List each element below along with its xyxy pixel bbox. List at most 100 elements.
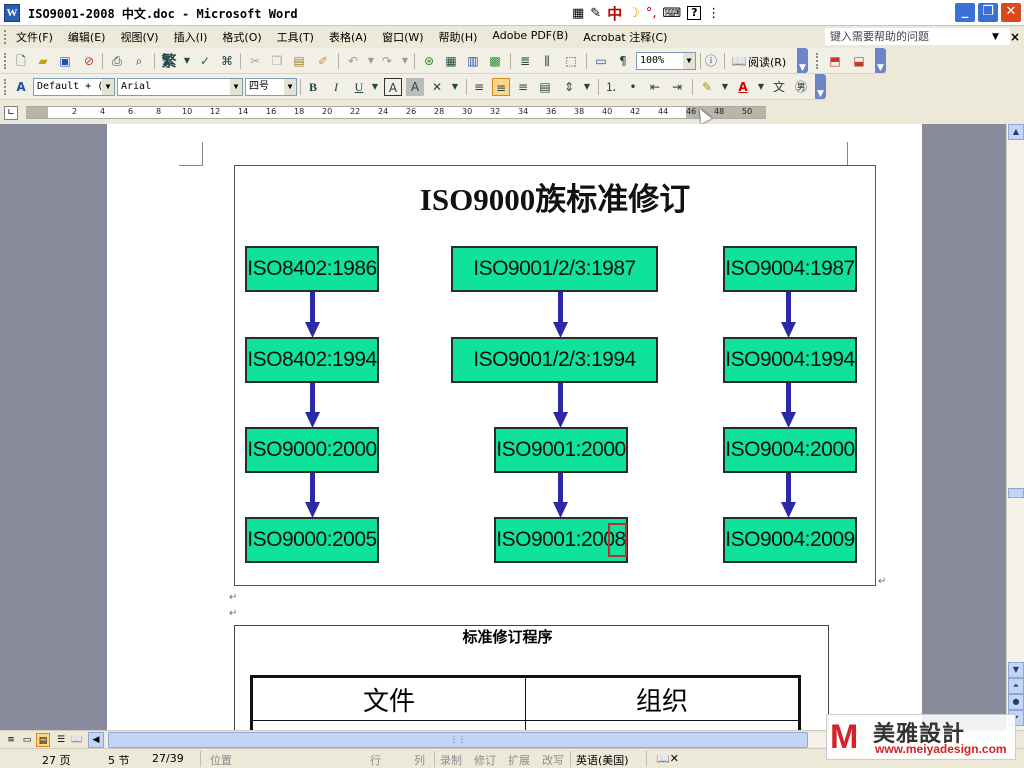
- menu-view[interactable]: 视图(V): [120, 31, 159, 44]
- copy-icon[interactable]: ❐: [271, 54, 283, 68]
- minimize-button[interactable]: _: [954, 2, 976, 23]
- menu-file[interactable]: 文件(F): [16, 31, 53, 44]
- ime-chinese-mode[interactable]: 中: [607, 4, 623, 23]
- cut-icon[interactable]: ✂: [249, 54, 261, 68]
- revision-table[interactable]: 文件 组织: [250, 675, 801, 730]
- char-scale-dropdown-icon[interactable]: ▼: [451, 82, 459, 91]
- outline-view-icon[interactable]: ☰: [56, 735, 66, 745]
- underline-button[interactable]: U: [354, 80, 364, 94]
- scroll-thumb[interactable]: [1008, 488, 1024, 498]
- table-cell[interactable]: [525, 720, 800, 730]
- web-layout-icon[interactable]: ▭: [22, 735, 32, 745]
- ime-options-icon[interactable]: ⋮: [707, 5, 721, 21]
- size-combo[interactable]: 四号 ▼: [245, 78, 297, 96]
- scroll-left-icon[interactable]: ◀: [88, 732, 104, 748]
- redo-icon[interactable]: ↷: [381, 54, 393, 68]
- hyperlink-icon[interactable]: ⊛: [423, 54, 435, 68]
- vertical-scrollbar[interactable]: ▲ ▼ ⏶ ● ⏷: [1006, 124, 1024, 730]
- font-color-icon[interactable]: A: [738, 80, 748, 94]
- research-icon[interactable]: ⌘: [221, 54, 233, 68]
- node-iso9004-2009[interactable]: ISO9004:2009: [723, 517, 857, 563]
- spelling-status-icon[interactable]: 📖✕: [656, 752, 679, 765]
- toolbar-grip[interactable]: [4, 53, 7, 69]
- align-center-icon[interactable]: ≡: [492, 78, 510, 96]
- new-document-icon[interactable]: 🗋: [16, 54, 26, 68]
- ime-keyboard-icon[interactable]: ⌨: [662, 5, 682, 21]
- status-language[interactable]: 英语(美国): [576, 754, 629, 767]
- browse-object-icon[interactable]: ●: [1008, 694, 1024, 710]
- format-painter-icon[interactable]: ✐: [317, 54, 329, 68]
- read-mode-label[interactable]: 阅读(R): [748, 56, 787, 69]
- node-iso9001-2-3-1987[interactable]: ISO9001/2/3:1987: [451, 246, 658, 292]
- highlight-icon[interactable]: ✎: [701, 80, 713, 94]
- node-iso8402-1994[interactable]: ISO8402:1994: [245, 337, 379, 383]
- node-iso8402-1986[interactable]: ISO8402:1986: [245, 246, 379, 292]
- show-hide-icon[interactable]: ▭: [595, 54, 607, 68]
- traditional-chinese-button[interactable]: 繁: [161, 52, 177, 70]
- phonetic-guide-icon[interactable]: 文: [772, 80, 785, 94]
- status-extend[interactable]: 扩展: [508, 754, 530, 767]
- char-shading-icon[interactable]: A: [406, 78, 424, 96]
- help-search-input[interactable]: 键入需要帮助的问题: [825, 28, 1010, 45]
- help-icon[interactable]: ⓘ: [704, 54, 717, 68]
- ruler-strip[interactable]: 2 4 6 8 10 12 14 16 18 20 22 24 26 28 30…: [26, 106, 766, 119]
- bold-button[interactable]: B: [308, 80, 317, 94]
- previous-page-icon[interactable]: ⏶: [1008, 678, 1024, 694]
- status-revision[interactable]: 修订: [474, 754, 496, 767]
- menu-table[interactable]: 表格(A): [328, 31, 368, 44]
- justify-icon[interactable]: ≡: [473, 80, 485, 94]
- bullets-icon[interactable]: •: [629, 80, 637, 94]
- status-line[interactable]: 行: [370, 754, 381, 767]
- font-dropdown-icon[interactable]: ▼: [230, 79, 242, 95]
- align-right-icon[interactable]: ≡: [517, 80, 529, 94]
- status-position[interactable]: 位置: [210, 754, 232, 767]
- numbering-icon[interactable]: ⒈: [604, 80, 617, 94]
- normal-view-icon[interactable]: ≡: [7, 735, 15, 745]
- status-page[interactable]: 27 页: [42, 754, 71, 767]
- menu-acrobat-comments[interactable]: Acrobat 注释(C): [583, 31, 668, 44]
- node-iso9001-2-3-1994[interactable]: ISO9001/2/3:1994: [451, 337, 658, 383]
- document-map-icon[interactable]: ⬚: [565, 54, 577, 68]
- menu-edit[interactable]: 编辑(E): [67, 31, 106, 44]
- pdf-convert-icon[interactable]: ⬒: [829, 54, 841, 68]
- ime-grid-icon[interactable]: ▦: [572, 5, 585, 21]
- node-iso9001-2008[interactable]: ISO9001:2008: [494, 517, 628, 563]
- menu-help[interactable]: 帮助(H): [438, 31, 478, 44]
- zoom-combo[interactable]: 100% ▼: [636, 52, 696, 70]
- print-icon[interactable]: ⎙: [112, 54, 122, 68]
- status-overwrite[interactable]: 改写: [542, 754, 564, 767]
- node-iso9000-2000[interactable]: ISO9000:2000: [245, 427, 379, 473]
- underline-dropdown-icon[interactable]: ▼: [371, 82, 379, 91]
- insert-table-icon[interactable]: ▥: [467, 54, 479, 68]
- columns-icon[interactable]: ≣: [519, 54, 531, 68]
- style-dropdown-icon[interactable]: ▼: [102, 79, 114, 95]
- save-icon[interactable]: ▣: [59, 54, 71, 68]
- char-scale-icon[interactable]: ✕: [431, 80, 443, 94]
- insert-excel-icon[interactable]: ▩: [489, 54, 501, 68]
- highlight-dropdown-icon[interactable]: ▼: [721, 82, 729, 91]
- toolbar-grip[interactable]: [4, 79, 7, 95]
- menu-window[interactable]: 窗口(W): [382, 31, 424, 44]
- menu-format[interactable]: 格式(O): [222, 31, 262, 44]
- scroll-up-icon[interactable]: ▲: [1008, 124, 1024, 140]
- scroll-down-icon[interactable]: ▼: [1008, 662, 1024, 678]
- styles-formatting-icon[interactable]: A: [16, 80, 26, 94]
- line-spacing-icon[interactable]: ⇕: [563, 80, 575, 94]
- print-layout-icon[interactable]: ▤: [36, 733, 50, 747]
- paste-icon[interactable]: ▤: [293, 54, 305, 68]
- ime-toolbar[interactable]: ▦ ✎ 中 ☽ °, ⌨ ? ⋮: [572, 3, 742, 23]
- line-spacing-dropdown-icon[interactable]: ▼: [583, 82, 591, 91]
- spelling-icon[interactable]: ✓: [199, 54, 211, 68]
- ime-halfwidth-icon[interactable]: ☽: [628, 5, 640, 21]
- ime-punctuation-icon[interactable]: °,: [645, 5, 657, 21]
- open-folder-icon[interactable]: ▰: [38, 54, 48, 68]
- word-doc-icon[interactable]: W: [4, 4, 20, 22]
- paragraph-mark-icon[interactable]: ¶: [619, 54, 627, 68]
- format-toolbar-options-icon[interactable]: ▼: [815, 74, 826, 99]
- italic-button[interactable]: I: [334, 80, 338, 94]
- reading-layout-icon[interactable]: 📖: [71, 735, 83, 745]
- table-cell[interactable]: [251, 720, 526, 730]
- decrease-indent-icon[interactable]: ⇤: [649, 80, 661, 94]
- table-header-document[interactable]: 文件: [251, 676, 526, 721]
- node-iso9000-2005[interactable]: ISO9000:2005: [245, 517, 379, 563]
